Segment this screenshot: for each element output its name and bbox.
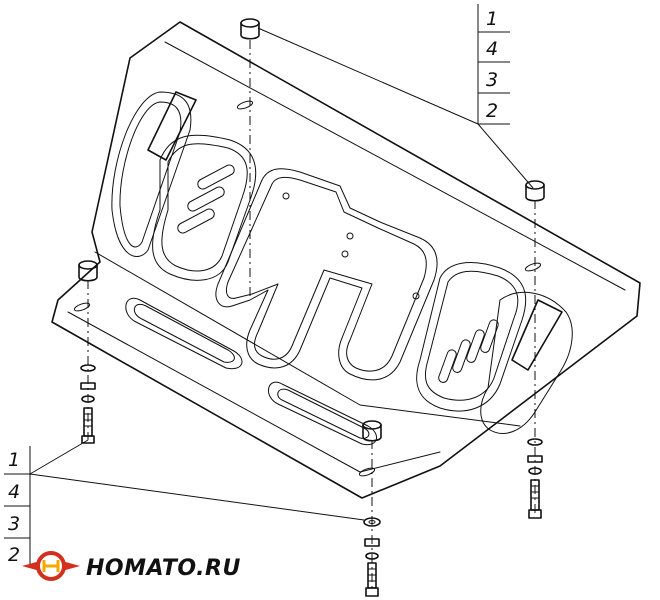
callout-bottom-left-item-1: 1 <box>8 449 20 471</box>
left-rib <box>111 91 192 257</box>
brand-logo: HOMATO.RU <box>22 551 241 581</box>
nut-top-right <box>525 180 545 202</box>
plate-outer-outline <box>51 21 641 499</box>
right-vent-panel-inner <box>424 270 519 401</box>
left-vent-slots <box>177 164 235 234</box>
callout-top-right-item-3: 3 <box>486 69 498 91</box>
logo-wing-left <box>22 561 40 571</box>
plate-mounting-holes <box>73 100 542 477</box>
plate-bottom-bend <box>94 251 521 427</box>
centre-lines <box>87 40 536 590</box>
callout-top-right-item-2: 4 <box>486 38 498 60</box>
callout-top-right-item-4: 2 <box>486 100 498 122</box>
right-vent-slots <box>438 319 499 383</box>
right-mount-bracket <box>511 299 563 371</box>
right-bolt <box>528 479 542 519</box>
left-washer-stack <box>80 364 96 403</box>
left-mount-bracket <box>147 91 197 161</box>
lower-left-oval <box>125 297 243 370</box>
callout-bottom-left-item-2: 4 <box>8 481 20 503</box>
callout-top-right-item-1: 1 <box>486 8 498 30</box>
brand-name: HOMATO.RU <box>86 556 241 581</box>
nut-top-left <box>240 18 260 40</box>
logo-wing-right <box>62 561 80 571</box>
callout-bottom-left-item-4: 2 <box>8 544 20 566</box>
nut-left <box>78 260 98 282</box>
lower-left-oval-inner <box>133 304 235 363</box>
callout-bottom-left: 1 4 3 2 <box>4 439 365 568</box>
nut-bottom <box>362 420 382 442</box>
callout-top-right: 1 4 3 2 <box>257 4 534 189</box>
lower-right-oval-inner <box>277 388 370 439</box>
logo-ring <box>36 551 66 581</box>
skid-plate <box>51 21 641 499</box>
right-rib <box>480 291 573 434</box>
brand-logo-icon <box>22 551 80 581</box>
left-vent-panel-inner <box>161 143 248 272</box>
right-vent-panel <box>416 262 527 412</box>
left-rib-inner <box>119 101 182 248</box>
bottom-washer-stack <box>363 517 381 560</box>
lower-right-oval <box>268 381 377 446</box>
plate-top-flange <box>164 41 626 291</box>
center-stamping-inner <box>225 176 427 372</box>
callout-bottom-left-item-3: 3 <box>8 513 20 535</box>
center-stamping <box>215 168 438 381</box>
left-bolt <box>81 407 95 444</box>
bottom-bolt <box>365 562 379 597</box>
plate-front-bend <box>67 311 441 473</box>
right-washer-stack <box>527 438 543 475</box>
logo-accent <box>42 560 60 572</box>
